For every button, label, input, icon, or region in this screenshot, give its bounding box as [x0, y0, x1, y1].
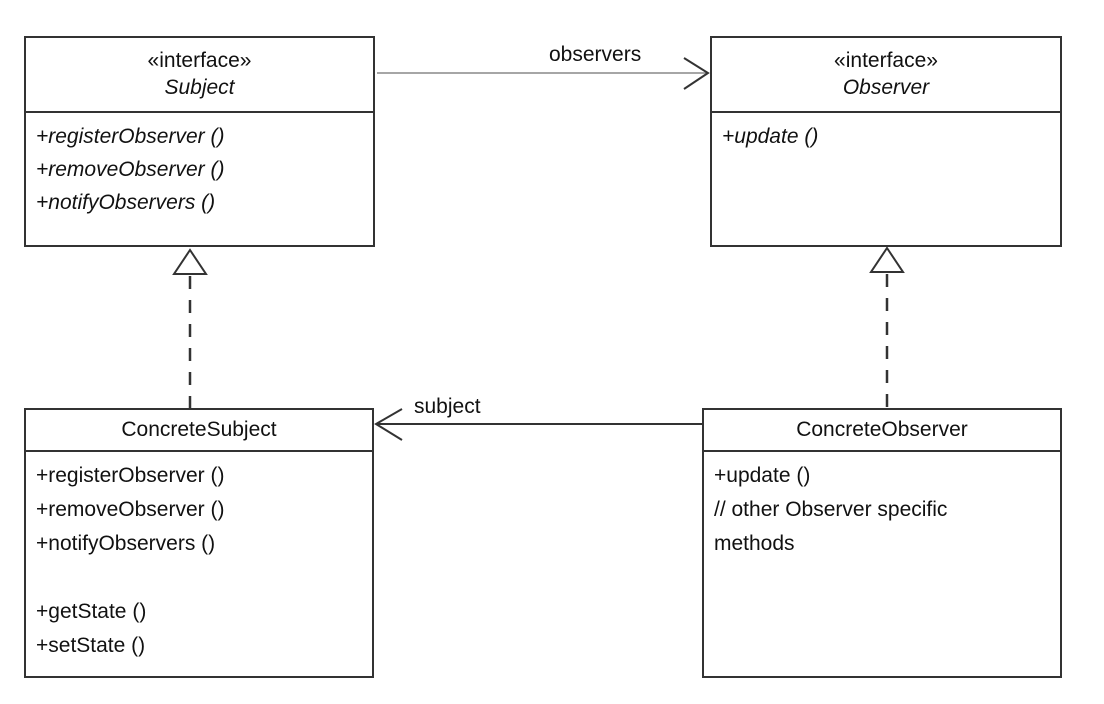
- class-name-observer: Observer: [842, 76, 930, 99]
- method-list-concrete-subject: +registerObserver () +removeObserver () …: [26, 452, 372, 663]
- observer-realization-triangle-icon: [869, 246, 905, 273]
- class-name-concrete-observer: ConcreteObserver: [796, 418, 968, 441]
- method-list-observer: +update (): [712, 113, 1060, 153]
- class-box-observer: «interface» Observer +update (): [710, 36, 1062, 247]
- method-item: +notifyObservers (): [36, 191, 216, 214]
- subject-association-label: subject: [414, 395, 481, 418]
- method-comment: // other Observer specific methods: [714, 498, 948, 555]
- observers-association-label: observers: [549, 43, 642, 66]
- class-header-concrete-observer: ConcreteObserver: [704, 410, 1060, 452]
- method-list-subject: +registerObserver () +removeObserver () …: [26, 113, 373, 219]
- class-box-subject: «interface» Subject +registerObserver ()…: [24, 36, 375, 247]
- observers-arrowhead-icon: [683, 57, 710, 90]
- method-item: +getState (): [36, 600, 147, 623]
- method-item: +removeObserver (): [36, 498, 225, 521]
- method-item: +notifyObservers (): [36, 532, 216, 555]
- class-box-concrete-subject: ConcreteSubject +registerObserver () +re…: [24, 408, 374, 678]
- method-spacer: [36, 561, 364, 595]
- class-box-concrete-observer: ConcreteObserver +update () // other Obs…: [702, 408, 1062, 678]
- class-header-subject: «interface» Subject: [26, 38, 373, 113]
- subject-arrowhead-icon: [374, 408, 403, 441]
- method-item: +registerObserver (): [36, 125, 225, 148]
- class-header-concrete-subject: ConcreteSubject: [26, 410, 372, 452]
- method-item: +update (): [722, 125, 819, 148]
- subject-realization-triangle-icon: [172, 248, 208, 275]
- method-list-concrete-observer: +update () // other Observer specific me…: [704, 452, 1060, 561]
- method-item: +registerObserver (): [36, 464, 225, 487]
- stereotype-label: «interface»: [147, 49, 252, 72]
- method-item: +removeObserver (): [36, 158, 225, 181]
- class-name-concrete-subject: ConcreteSubject: [121, 418, 277, 441]
- stereotype-label: «interface»: [834, 49, 938, 72]
- class-header-observer: «interface» Observer: [712, 38, 1060, 113]
- class-name-subject: Subject: [164, 76, 235, 99]
- method-item: +setState (): [36, 634, 146, 657]
- method-item: +update (): [714, 464, 811, 487]
